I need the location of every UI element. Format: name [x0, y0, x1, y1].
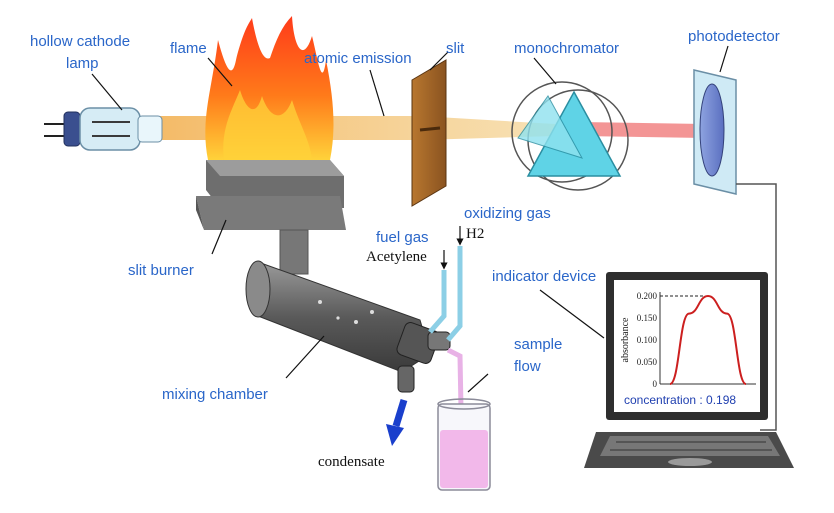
- label-hollow-cathode: hollow cathode: [30, 33, 131, 50]
- absorbance-chart: 0.200 0.150 0.100 0.050 0 absorbance: [620, 291, 756, 389]
- label-sample: sample: [514, 336, 563, 353]
- monochromator: [511, 81, 629, 191]
- condensate-arrow: [386, 398, 408, 446]
- label-slit: slit: [446, 40, 465, 57]
- label-oxidizing-gas: oxidizing gas: [464, 205, 551, 222]
- y-axis-label: absorbance: [620, 317, 631, 363]
- label-mixing-chamber: mixing chamber: [162, 386, 268, 403]
- y-tick-label: 0.150: [637, 313, 658, 323]
- slit-plate: [411, 59, 447, 207]
- label-atomic-emission: atomic emission: [304, 50, 412, 67]
- y-tick-label: 0: [653, 379, 658, 389]
- red-beam: [580, 122, 705, 138]
- sample-beaker: [437, 347, 491, 491]
- label-condensate: condensate: [318, 454, 385, 470]
- gas-tubes: [428, 226, 464, 342]
- label-monochromator: monochromator: [514, 40, 620, 57]
- mixing-chamber: [245, 260, 451, 393]
- leader-lines: [91, 45, 729, 393]
- photodetector: [693, 69, 777, 431]
- flame: [205, 16, 334, 160]
- label-indicator-device: indicator device: [492, 268, 597, 285]
- label-fuel-gas: fuel gas: [376, 229, 429, 246]
- label-photodetector: photodetector: [688, 28, 780, 45]
- label-flame: flame: [170, 40, 207, 57]
- indicator-device: [584, 272, 794, 468]
- absorbance-curve: [669, 294, 747, 385]
- y-tick-label: 0.100: [637, 335, 658, 345]
- hollow-cathode-lamp: [44, 107, 163, 151]
- y-tick-label: 0.200: [637, 291, 658, 301]
- label-slit-burner: slit burner: [128, 262, 194, 279]
- label-h2: H2: [466, 226, 485, 242]
- label-flow: flow: [514, 358, 541, 375]
- label-acetylene: Acetylene: [366, 249, 427, 265]
- label-lamp: lamp: [66, 55, 99, 72]
- y-tick-label: 0.050: [637, 357, 658, 367]
- concentration-readout: concentration : 0.198: [624, 393, 737, 407]
- slit-burner: [196, 160, 346, 275]
